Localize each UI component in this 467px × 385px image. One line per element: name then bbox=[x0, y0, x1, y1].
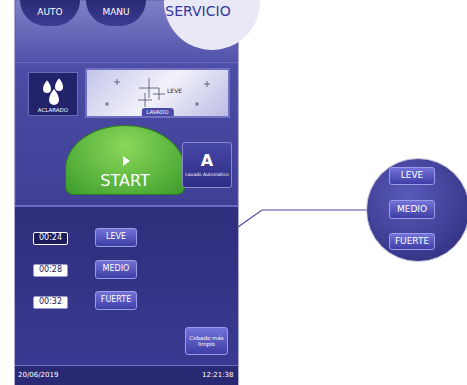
start-button: START bbox=[65, 125, 185, 195]
node-text: LEVE bbox=[106, 233, 126, 242]
leader-line bbox=[238, 210, 366, 227]
node-text: LEVE bbox=[401, 171, 424, 181]
level-button: LEVE bbox=[95, 228, 137, 247]
status-text: 20/06/2019 bbox=[18, 371, 58, 379]
node-text: AUTO bbox=[37, 8, 62, 18]
screen-panel bbox=[15, 0, 238, 385]
level-button: FUERTE bbox=[95, 291, 137, 310]
level-button: MEDIO bbox=[95, 260, 137, 279]
prime-button: Cebado más limpio bbox=[185, 327, 228, 355]
node-text: 00:32 bbox=[39, 298, 62, 307]
service-highlight bbox=[164, 0, 260, 50]
status-text: 12:21:38 bbox=[202, 371, 233, 379]
node-text: Lavado Automático bbox=[185, 173, 229, 178]
node-text: LAVADO bbox=[141, 108, 173, 116]
node-text: FUERTE bbox=[101, 296, 131, 305]
wash-tile: LEVE LAVADO bbox=[85, 68, 230, 118]
settings-panel: 00:24 00:28 00:32 LEVE MEDIO FUERTE Cebado más… bbox=[15, 205, 238, 366]
rinse-tile: ACLARADO bbox=[28, 72, 78, 116]
mode-tab: AUTO bbox=[20, 0, 80, 26]
node-text: ACLARADO bbox=[38, 107, 68, 113]
timer-box: 00:28 bbox=[33, 264, 68, 277]
level-button: FUERTE bbox=[389, 233, 435, 250]
node-text: Cebado más limpio bbox=[188, 335, 226, 347]
level-button: LEVE bbox=[389, 167, 435, 185]
level-button: MEDIO bbox=[389, 200, 435, 219]
timer-box: 00:32 bbox=[33, 296, 68, 309]
node-text: FUERTE bbox=[395, 237, 429, 247]
node-text: 00:28 bbox=[39, 266, 62, 275]
node-text: SERVICIO bbox=[165, 4, 230, 19]
node-text: MEDIO bbox=[397, 205, 427, 215]
mode-tab: MANU bbox=[86, 0, 146, 26]
mode-tab: SERVICIO bbox=[160, 0, 236, 24]
node-text: MEDIO bbox=[103, 265, 130, 274]
node-text: 00:24 bbox=[39, 234, 62, 243]
node-text: A bbox=[201, 152, 213, 170]
zoom-callout: LEVE MEDIO FUERTE bbox=[366, 158, 467, 262]
timer-box: 00:24 bbox=[33, 232, 68, 245]
node-text: LEVE bbox=[167, 88, 182, 95]
status-bar bbox=[15, 366, 238, 385]
node-text: START bbox=[100, 172, 149, 190]
node-text: MANU bbox=[102, 8, 129, 18]
auto-wash-button: A Lavado Automático bbox=[182, 142, 232, 188]
